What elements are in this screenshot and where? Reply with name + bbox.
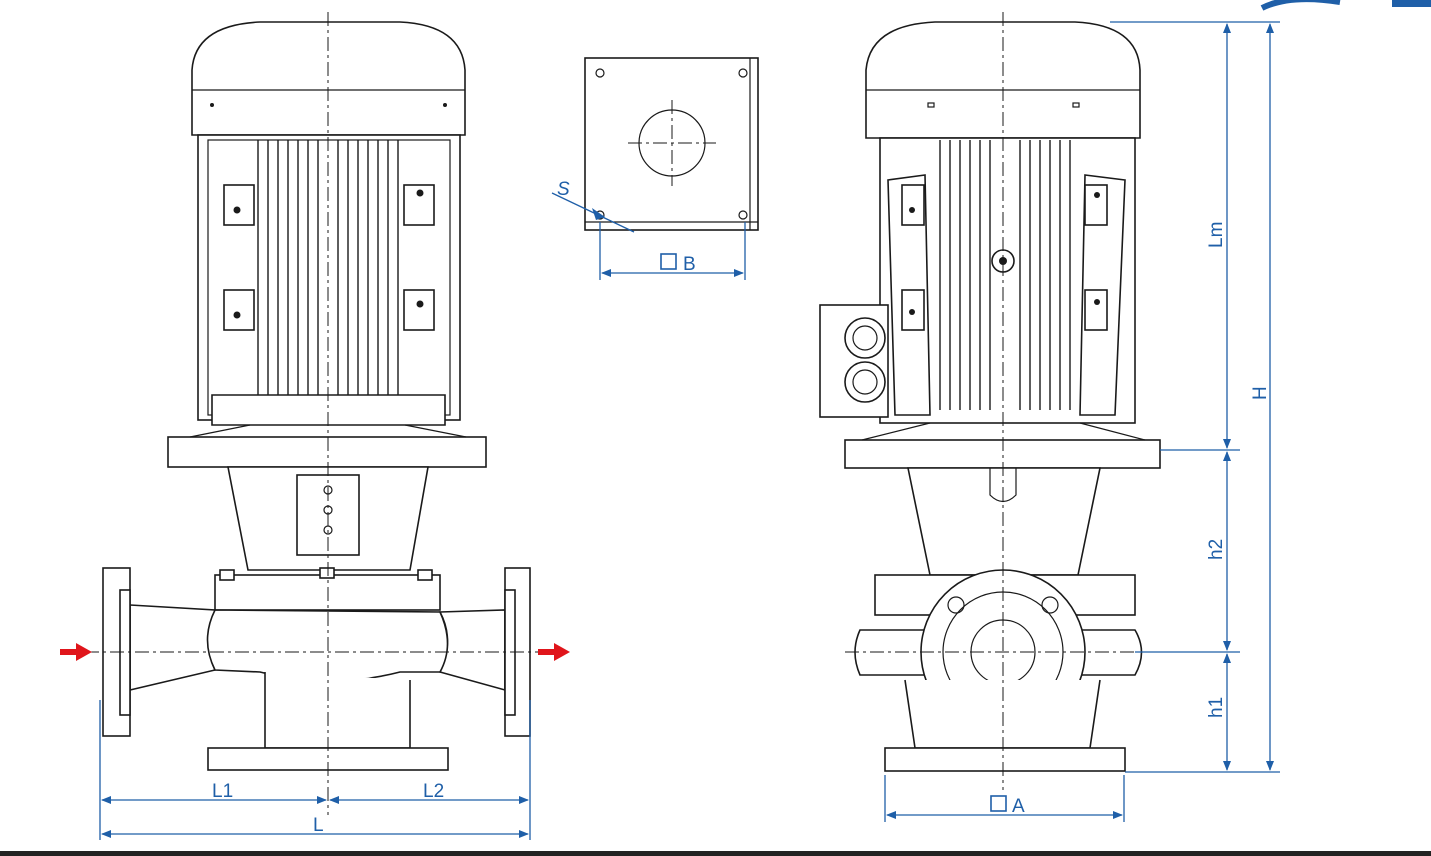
label-L1: L1 [212, 781, 233, 802]
brand-logo-fragment [1260, 0, 1431, 11]
flow-arrow-icon [60, 643, 570, 661]
front-view-pump [102, 21, 531, 771]
label-A: A [1012, 796, 1025, 817]
square-symbol-icon [990, 795, 1007, 812]
label-h2: h2 [1206, 539, 1227, 560]
label-L2: L2 [423, 781, 444, 802]
label-S: S [557, 179, 570, 200]
side-view-pump [819, 21, 1161, 772]
square-symbol-icon [660, 253, 677, 270]
label-B: B [683, 254, 696, 275]
label-Lm: Lm [1206, 222, 1227, 248]
motor-cooling-fins [257, 140, 399, 410]
dimension-A: A [884, 775, 1125, 822]
motor-cooling-fins-side [939, 140, 1071, 410]
dimension-L1-L2-L: L1 L2 L [99, 700, 531, 840]
label-L: L [313, 815, 324, 836]
base-plate-view: B S [551, 57, 759, 280]
label-h1: h1 [1206, 697, 1227, 718]
dimension-vertical-set: Lm h2 h1 H [1110, 21, 1280, 773]
bottom-divider [0, 851, 1431, 856]
label-H: H [1250, 386, 1271, 400]
